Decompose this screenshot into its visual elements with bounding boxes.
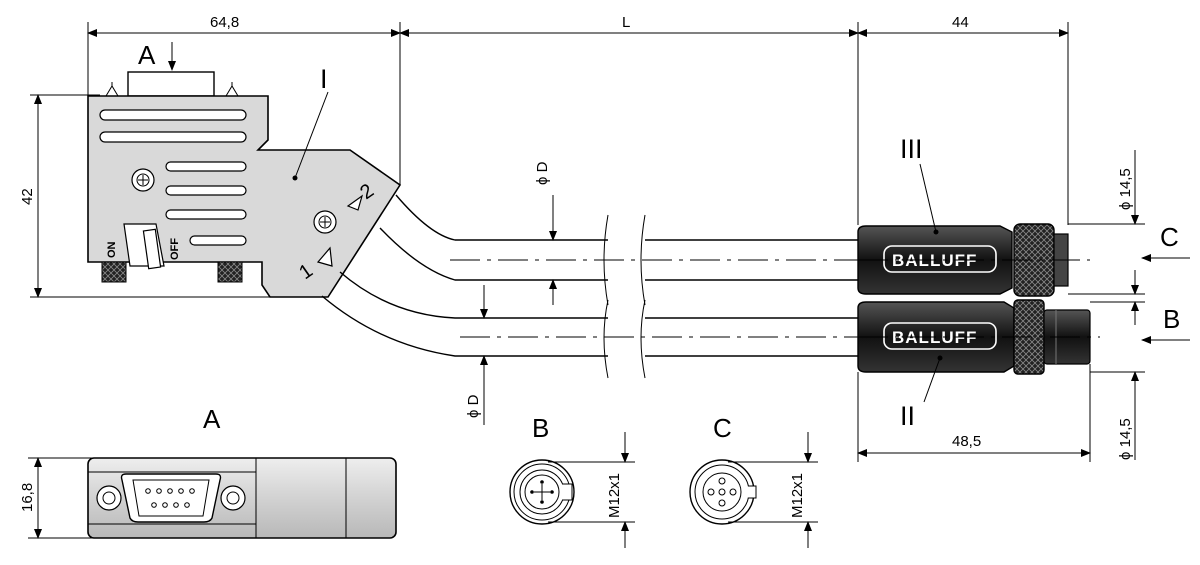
cable-top: [379, 194, 858, 306]
brand-bottom: BALLUFF: [892, 328, 977, 347]
height-dimension: 42: [19, 94, 270, 298]
view-c-title: C: [713, 413, 732, 443]
main-connector-body: ON OFF 2 1 I: [87, 64, 402, 298]
dim-length-bottom: 48,5: [857, 364, 1091, 462]
view-c-front: C M12x1: [689, 413, 818, 548]
cable-bottom: [321, 271, 858, 379]
db9-connector: [96, 473, 246, 523]
dim-diameter-connector-bottom: ϕ 14,5: [1117, 418, 1134, 460]
termination-switch: ON OFF: [106, 223, 181, 270]
callout-1: I: [320, 64, 328, 94]
dim-diameter-connector-top: ϕ 14,5: [1117, 168, 1134, 210]
dim-height-connector: 42: [19, 188, 36, 205]
switch-off-label: OFF: [169, 238, 181, 260]
dim-diameter-cable-top: ϕ D: [534, 161, 551, 185]
switch-on-label: ON: [106, 241, 118, 258]
view-c-arrow-label: C: [1160, 222, 1179, 252]
screw-left: [131, 168, 155, 192]
callout-3: III: [900, 134, 923, 164]
brand-top: BALLUFF: [892, 251, 977, 270]
view-b-arrow-label: B: [1163, 304, 1180, 334]
dim-cable-bottom: ϕ D: [465, 285, 488, 425]
connector-top-right: BALLUFF: [857, 223, 1090, 297]
dim-diameter-bottom-connector: ϕ 14,5: [1090, 301, 1145, 460]
dim-length: L: [622, 14, 630, 31]
dim-width-connector: 64,8: [210, 14, 239, 31]
view-c-arrow: C: [1141, 222, 1190, 262]
dim-diameter-top-connector: ϕ 14,5: [1068, 150, 1145, 295]
view-b-front: B M12x1: [509, 413, 635, 548]
screw-right: [313, 210, 337, 234]
view-b-title: B: [532, 413, 549, 443]
view-b-arrow: B: [1141, 304, 1190, 344]
dim-width-right: 44: [952, 14, 969, 31]
view-a-arrow-label: A: [138, 40, 156, 70]
dim-thread-b: M12x1: [606, 473, 623, 518]
dim-height-side: 16,8: [19, 483, 36, 512]
connector-bottom-right: BALLUFF: [857, 299, 1100, 375]
callout-2: II: [900, 401, 915, 431]
dim-cable-top: ϕ D: [534, 161, 557, 305]
view-a-arrow: A: [138, 40, 176, 71]
top-dimensions: 64,8 L 44: [87, 14, 1069, 225]
dim-thread-c: M12x1: [789, 473, 806, 518]
view-a-side: A 16,8: [19, 404, 397, 539]
view-a-title: A: [203, 404, 221, 434]
dim-diameter-cable-bottom: ϕ D: [465, 394, 482, 418]
dim-length-bottom-connector: 48,5: [952, 433, 981, 450]
